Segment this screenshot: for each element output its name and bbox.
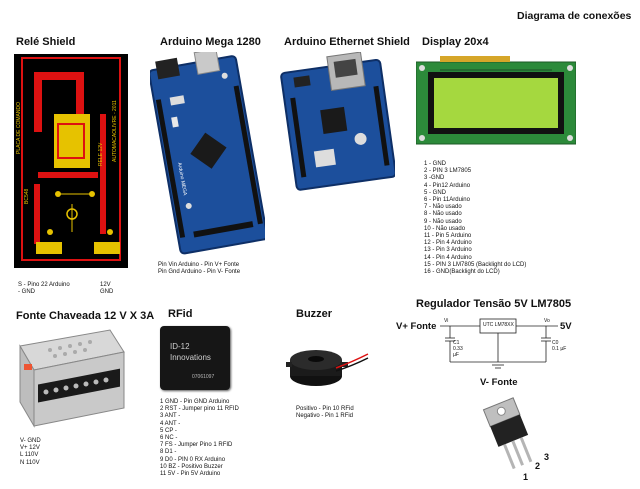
- mega-notes: Pin Vin Arduino - Pin V+ Fonte Pin Gnd A…: [158, 262, 240, 276]
- rfid-pin: 10 BZ - Positivo Buzzer: [160, 463, 223, 470]
- rfid-pin: 6 NC -: [160, 435, 178, 442]
- lm7805-pin-1: 1: [523, 472, 529, 482]
- display-pin: 11 - Pin 5 Arduino: [424, 233, 472, 240]
- rfid-chip: ID-12 Innovations 07061097: [160, 326, 230, 390]
- mega-note: Pin Gnd Arduino - Pin V- Fonte: [158, 269, 241, 276]
- display-pin: 7 - Não usado: [424, 204, 462, 211]
- v-out-label: 5V: [560, 321, 572, 332]
- regulator-pin-vo: Vo: [544, 318, 550, 324]
- rele-board-label-2: AUTOMACAOLIVRE - 2011: [112, 100, 118, 162]
- fonte-pin: L 110V: [20, 452, 39, 459]
- display-pin: 3 -GND: [424, 175, 445, 182]
- buzzer-image: [286, 332, 370, 402]
- rfid-pin: 11 5V - Pin 5V Arduino: [160, 471, 221, 478]
- rfid-pin: 7 FS - Jumper Pino 1 RFID: [160, 442, 233, 449]
- mega-note: Pin Vin Arduino - Pin V+ Fonte: [158, 262, 240, 268]
- rele-note-right: 12V GND: [100, 282, 113, 296]
- ethernet-shield-board: [280, 52, 395, 192]
- fonte-title: Fonte Chaveada 12 V X 3A: [16, 310, 155, 322]
- display-title: Display 20x4: [422, 36, 489, 48]
- capacitor-c1-text: C1: [453, 340, 460, 346]
- ethernet-board-image: [280, 52, 395, 191]
- rele-shield-title: Relé Shield: [16, 36, 76, 48]
- regulator-schematic: [440, 318, 558, 369]
- rfid-pin: 1 GND - Pin GND Arduino: [160, 399, 230, 405]
- capacitor-c1-text: 0.33: [453, 346, 463, 352]
- display-pin: 2 - PIN 3 LM7805: [424, 168, 472, 175]
- v-in-label: V+ Fonte: [396, 321, 437, 332]
- ground-label: V- Fonte: [480, 377, 518, 388]
- rele-note-left: S - Pino 22 Arduino - GND: [18, 282, 70, 296]
- capacitor-c1-text: µF: [453, 352, 459, 358]
- display-pin-list: 1 - GND 2 - PIN 3 LM7805 3 -GND 4 - Pin1…: [424, 161, 526, 276]
- fonte-pin: V+ 12V: [20, 445, 40, 452]
- mega-board-image: [150, 52, 265, 255]
- fonte-pin: N 110V: [20, 459, 40, 466]
- rele-board-label-3: RELE 12V: [98, 142, 104, 166]
- display-pin: 13 - Pin 3 Arduino: [424, 247, 472, 254]
- regulator-pin-vi: Vi: [444, 318, 449, 324]
- display-pin: 14 - Pin 4 Arduino: [424, 254, 472, 261]
- regulator-chip-label: UTC LM78XX: [483, 322, 514, 328]
- display-pin: 10 - Não usado: [424, 225, 466, 232]
- capacitor-c0-text: 0.1 µF: [552, 346, 567, 352]
- rele-note: 12V: [100, 282, 111, 288]
- rfid-pin: 8 D1 -: [160, 449, 177, 456]
- buzzer-drawing: [286, 350, 369, 386]
- capacitor-c0-label: C0 0.1 µF: [552, 340, 566, 352]
- capacitor-c0-text: C0: [552, 340, 559, 346]
- regulador-title: Regulador Tensão 5V LM7805: [416, 298, 572, 310]
- power-supply-drawing: [19, 329, 125, 428]
- buzzer-note: Negativo - Pin 1 RFid: [296, 413, 354, 420]
- lcd-image: [416, 56, 576, 145]
- display-pin: 4 - Pin12 Arduino: [424, 182, 471, 189]
- rfid-chip-line-2: Innovations: [170, 353, 211, 362]
- display-pin: 15 - PIN 3 LM7805 (Backlight do LCD): [424, 261, 527, 268]
- display-pin: 5 - GND: [424, 189, 447, 196]
- mega-title: Arduino Mega 1280: [160, 36, 261, 48]
- arduino-mega-board: Arduino MEGA: [150, 52, 265, 257]
- lm7805-pin-3: 3: [544, 452, 550, 462]
- lm7805-pin-2: 2: [535, 461, 541, 471]
- rfid-pin: 2 RST - Jumper pino 11 RFID: [160, 406, 239, 413]
- lm7805-package-image: [482, 397, 533, 470]
- display-pin: 1 - GND: [424, 161, 447, 167]
- power-supply-image: [10, 326, 128, 434]
- buzzer-note: Positivo - Pin 10 RFid: [296, 406, 354, 412]
- lcd-display-module: [416, 52, 576, 148]
- rele-board-label-1: PLACA DE COMANDO: [16, 102, 22, 154]
- display-pin: 6 - Pin 11Arduino: [424, 197, 470, 204]
- rfid-chip-line-1: ID-12: [170, 342, 190, 351]
- rele-shield-board: PLACA DE COMANDO AUTOMACAOLIVRE - 2011 R…: [14, 54, 128, 268]
- rele-board-label-4: BC548: [24, 188, 30, 204]
- rele-note: GND: [100, 289, 114, 296]
- rfid-pin-list: 1 GND - Pin GND Arduino 2 RST - Jumper p…: [160, 399, 239, 478]
- fonte-pin: V- GND: [20, 438, 41, 444]
- rele-note: S - Pino 22 Arduino: [18, 282, 70, 288]
- buzzer-title: Buzzer: [296, 308, 333, 320]
- display-pin: 9 - Não usado: [424, 218, 462, 225]
- ethernet-title: Arduino Ethernet Shield: [284, 36, 410, 48]
- rfid-pin: 9 D0 - PIN 0 RX Arduino: [160, 456, 226, 463]
- page-title: Diagrama de conexões: [517, 10, 632, 22]
- fonte-pin-list: V- GND V+ 12V L 110V N 110V: [20, 438, 41, 467]
- rele-note: - GND: [18, 289, 35, 296]
- rfid-title: RFid: [168, 308, 193, 320]
- display-pin: 8 - Não usado: [424, 211, 462, 218]
- rfid-chip-code: 07061097: [192, 374, 215, 380]
- rfid-pin: 3 ANT -: [160, 413, 181, 420]
- rele-pcb-traces: [21, 57, 121, 261]
- display-pin: 12 - Pin 4 Arduino: [424, 240, 472, 247]
- rfid-pin: 4 ANT -: [160, 420, 181, 427]
- capacitor-c1-label: C1 0.33 µF: [453, 340, 463, 358]
- buzzer-notes: Positivo - Pin 10 RFid Negativo - Pin 1 …: [296, 406, 354, 420]
- display-pin: 16 - GND(Backlight do LCD): [424, 269, 500, 276]
- rfid-pin: 5 CP -: [160, 427, 177, 434]
